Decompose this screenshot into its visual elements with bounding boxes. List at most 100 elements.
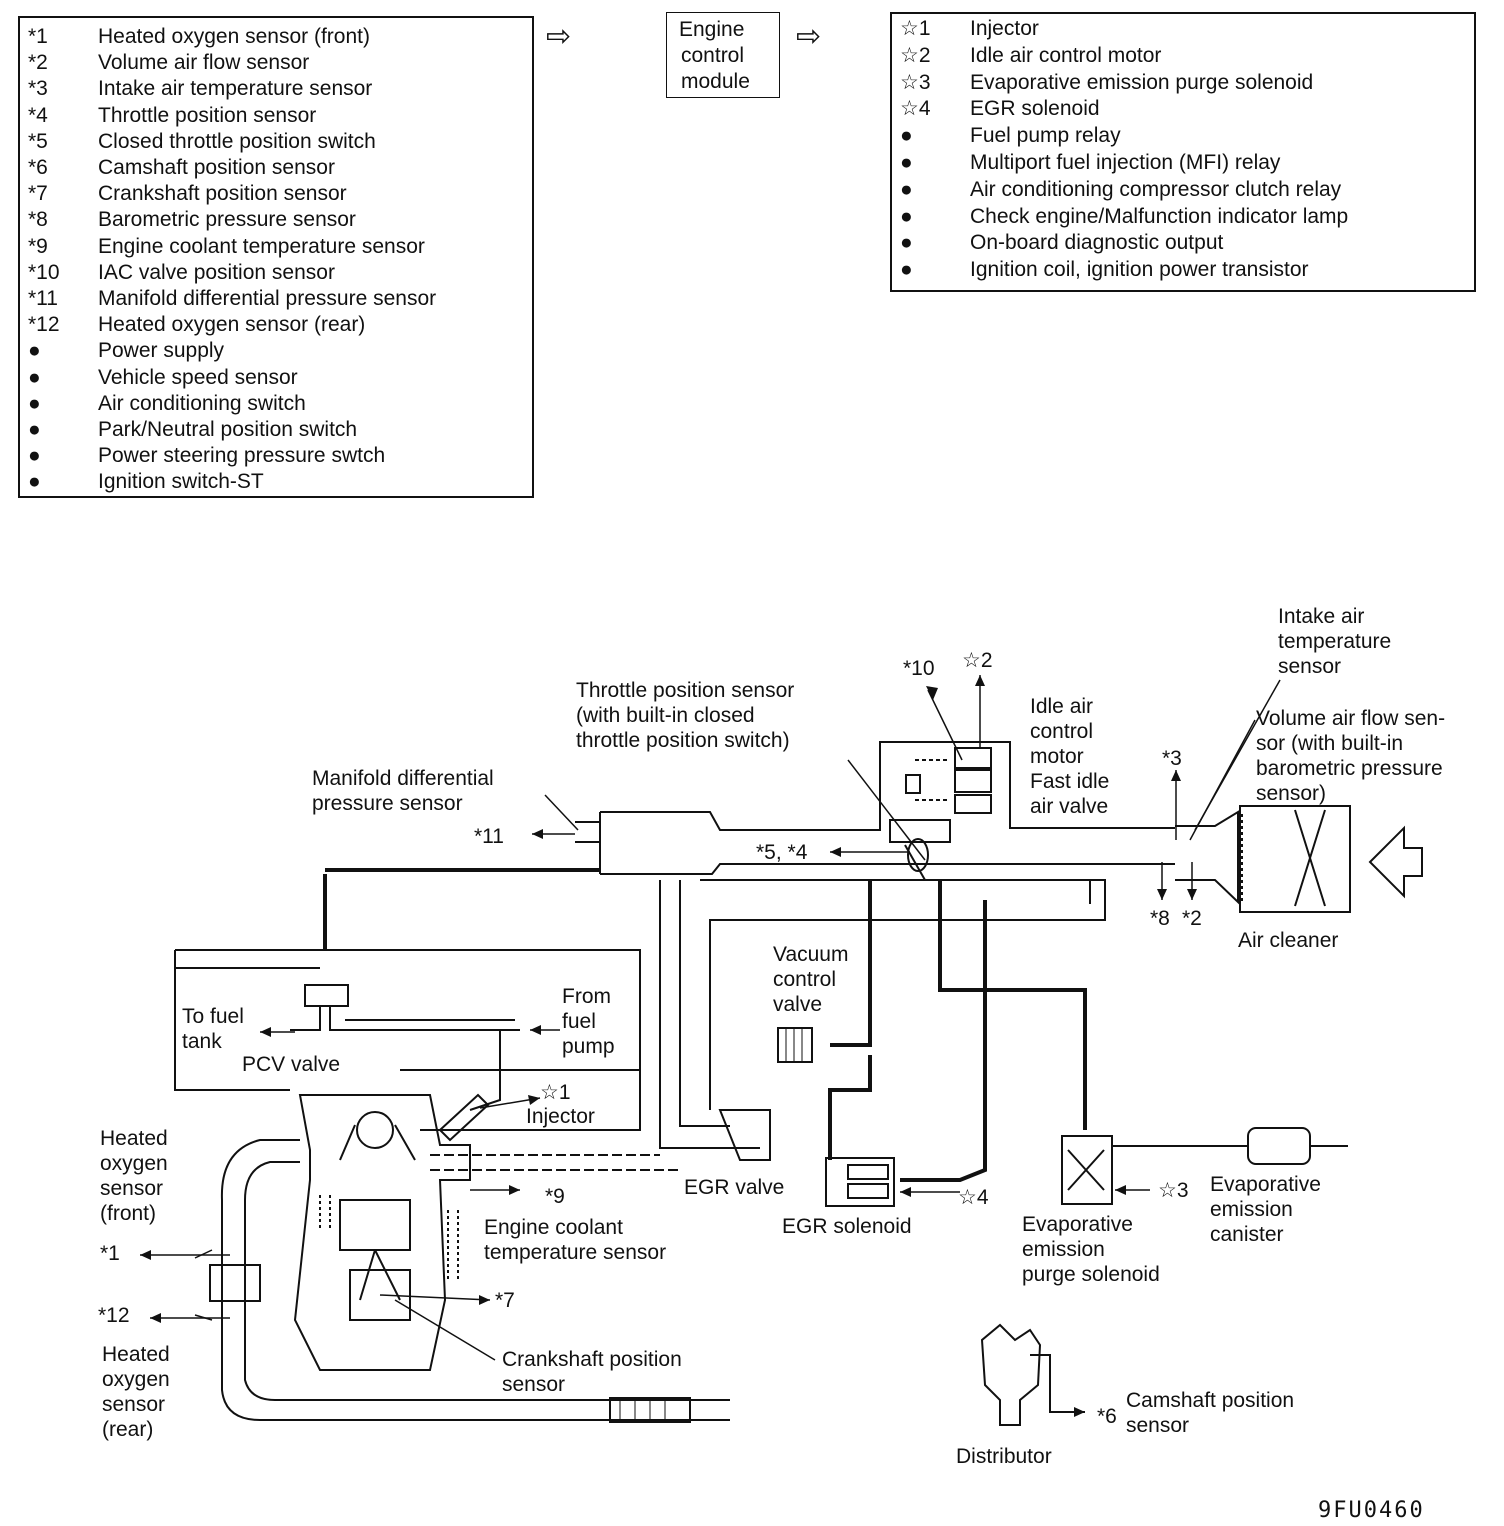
marker-m12: *12 (98, 1304, 130, 1327)
label-air-cleaner: Air cleaner (1238, 929, 1339, 952)
output-item-mark: ☆3 (900, 70, 931, 94)
output-item-text: Ignition coil, ignition power transistor (970, 258, 1309, 282)
leader-lines (140, 675, 1281, 1361)
input-item-text: Camshaft position sensor (98, 156, 335, 179)
input-item-mark: ● (28, 444, 41, 468)
output-item-mark: ☆1 (900, 17, 931, 40)
label-hos-rear: Heated oxygen sensor (rear) (102, 1343, 170, 1441)
fuel-lines (174, 949, 641, 1131)
label-idle-air-control: Idle air control motor (1030, 695, 1094, 768)
input-item-mark: ● (28, 365, 41, 389)
label-crank-sensor: Crankshaft position sensor (502, 1348, 682, 1396)
output-item-mark: ● (900, 258, 913, 282)
throttle-body (889, 819, 951, 881)
marker-m8: *8 (1150, 907, 1170, 930)
marker-m9: *9 (545, 1185, 565, 1208)
egr-tubes (659, 879, 1106, 1149)
output-item-mark: ☆2 (900, 43, 931, 67)
input-item-mark: *12 (28, 313, 60, 337)
label-distributor: Distributor (956, 1445, 1052, 1468)
output-item-mark: ☆4 (900, 97, 931, 121)
input-item-text: Closed throttle position switch (98, 129, 376, 153)
output-item-text: EGR solenoid (970, 97, 1100, 121)
output-item-text: Fuel pump relay (970, 124, 1121, 148)
marker-s2: ☆2 (962, 649, 993, 672)
evap-purge-solenoid-shape (1061, 1135, 1113, 1205)
input-item-text: Park/Neutral position switch (98, 418, 358, 441)
ecm-line-3: module (681, 70, 750, 93)
label-intake-air-temp: Intake air temperature sensor (1278, 605, 1392, 678)
output-item-mark: ● (900, 124, 913, 148)
input-item-text: Engine coolant temperature sensor (98, 234, 425, 258)
output-item-text: Check engine/Malfunction indicator lamp (970, 204, 1349, 228)
ecm-line-1: Engine (679, 18, 745, 41)
marker-m5-4: *5, *4 (756, 841, 808, 864)
output-item-text: Air conditioning compressor clutch relay (970, 177, 1342, 201)
air-inlet-arrow-icon (1368, 825, 1423, 899)
marker-m10: *10 (903, 657, 935, 680)
marker-m2: *2 (1182, 907, 1202, 930)
engine-block (293, 1094, 471, 1371)
figure-code: 9FU0460 (1318, 1498, 1425, 1523)
evap-canister-shape (1112, 1127, 1348, 1165)
egr-valve-shape (718, 1109, 771, 1161)
label-to-fuel-tank: To fuel tank (182, 1005, 244, 1053)
air-cleaner-shape (1175, 805, 1351, 913)
input-item-text: Vehicle speed sensor (98, 365, 298, 389)
input-item-text: Power steering pressure swtch (98, 444, 386, 468)
distributor-shape (980, 1323, 1085, 1426)
input-item-mark: *8 (28, 208, 48, 232)
output-item-mark: ● (900, 151, 913, 174)
label-cam-sensor: Camshaft position sensor (1126, 1389, 1295, 1437)
label-egr-solenoid: EGR solenoid (782, 1215, 912, 1238)
input-item-text: IAC valve position sensor (98, 260, 335, 284)
input-item-mark: *2 (28, 51, 48, 75)
injector-shape (438, 1093, 490, 1142)
arrow-to-outputs-icon: ⇨ (796, 20, 822, 53)
ecm-line-2: control (681, 44, 745, 67)
label-manifold-diff: Manifold differential pressure sensor (312, 767, 494, 815)
input-item-text: Throttle position sensor (98, 103, 317, 127)
output-item-mark: ● (900, 204, 913, 228)
output-item-text: Evaporative emission purge solenoid (970, 70, 1314, 94)
marker-m1: *1 (100, 1242, 120, 1265)
input-item-text: Intake air temperature sensor (98, 77, 373, 101)
input-item-mark: *6 (28, 156, 48, 179)
intake-tube (575, 741, 1175, 875)
label-egr-valve: EGR valve (684, 1176, 785, 1199)
iac-motor-shape (905, 747, 992, 814)
input-item-mark: *1 (28, 25, 48, 48)
input-item-text: Air conditioning switch (98, 391, 306, 415)
egr-solenoid-shape (825, 1157, 895, 1207)
output-item-mark: ● (900, 177, 913, 201)
vacuum-control-valve-shape (777, 1027, 813, 1063)
input-item-text: Barometric pressure sensor (98, 208, 356, 232)
label-evap-canister: Evaporative emission canister (1210, 1173, 1321, 1246)
input-item-mark: *10 (28, 260, 60, 284)
label-vacuum-control: Vacuum control valve (773, 943, 849, 1016)
label-throttle-position: Throttle position sensor (with built-in … (576, 679, 795, 752)
label-evap-purge: Evaporative emission purge solenoid (1022, 1213, 1160, 1286)
input-item-text: Ignition switch-ST (98, 470, 264, 494)
input-item-mark: *3 (28, 77, 48, 101)
input-item-text: Heated oxygen sensor (front) (98, 25, 370, 48)
arrowheads (140, 675, 1197, 1417)
output-item-text: Idle air control motor (970, 43, 1162, 67)
input-item-mark: ● (28, 418, 41, 441)
input-item-text: Crankshaft position sensor (98, 182, 347, 206)
input-item-mark: *9 (28, 234, 48, 258)
output-item-text: Injector (970, 17, 1039, 40)
marker-s1: ☆1 (540, 1081, 571, 1104)
input-item-mark: *4 (28, 103, 48, 127)
label-hos-front: Heated oxygen sensor (front) (100, 1127, 168, 1225)
vacuum-hoses (323, 868, 1087, 1182)
label-volume-air-flow: Volume air flow sen- sor (with built-in … (1256, 707, 1446, 805)
ecm-box: Engine control module (666, 12, 780, 98)
marker-m11: *11 (474, 825, 504, 848)
marker-s4: ☆4 (958, 1186, 989, 1209)
label-pcv-valve: PCV valve (242, 1053, 341, 1076)
marker-s3: ☆3 (1158, 1179, 1189, 1202)
input-item-mark: *5 (28, 129, 48, 153)
